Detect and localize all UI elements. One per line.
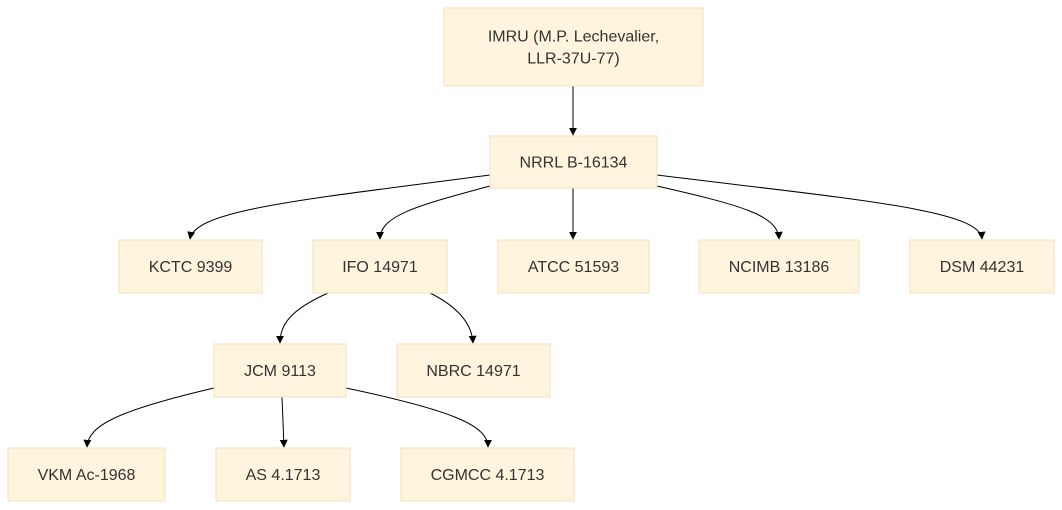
node-label: KCTC 9399	[149, 259, 233, 276]
node-box	[400, 447, 575, 502]
node-label: AS 4.1713	[246, 467, 321, 484]
node-label: DSM 44231	[940, 259, 1025, 276]
node-box	[489, 135, 658, 189]
node-imru: IMRU (M.P. Lechevalier, LLR-37U-77)	[443, 7, 704, 87]
node-label: VKM Ac-1968	[38, 467, 136, 484]
nodes-layer: IMRU (M.P. Lechevalier, LLR-37U-77) NRRL B…	[7, 7, 1055, 502]
node-ncimb: NCIMB 13186	[698, 239, 860, 294]
edge-jcm-vkm	[83, 387, 215, 448]
node-cgmcc: CGMCC 4.1713	[400, 447, 575, 502]
node-label: CGMCC 4.1713	[431, 467, 545, 484]
node-label: NCIMB 13186	[729, 259, 830, 276]
node-box	[7, 447, 166, 502]
node-label: NBRC 14971	[426, 363, 520, 380]
node-box	[312, 239, 448, 294]
node-ifo: IFO 14971	[312, 239, 448, 294]
edge-ifo-jcm	[276, 292, 329, 344]
edge-ifo-nbrc	[429, 292, 477, 344]
node-box	[909, 239, 1055, 294]
node-nbrc: NBRC 14971	[396, 343, 551, 398]
node-as: AS 4.1713	[215, 447, 351, 502]
node-label: NRRL B-16134	[520, 155, 628, 172]
node-box	[443, 7, 704, 87]
node-box	[497, 239, 650, 294]
node-nrrl: NRRL B-16134	[489, 135, 658, 189]
node-label: LLR-37U-77)	[527, 51, 619, 68]
edges-layer	[83, 86, 986, 448]
node-label: JCM 9113	[244, 363, 316, 380]
node-label: ATCC 51593	[528, 259, 619, 276]
node-label: IMRU (M.P. Lechevalier,	[488, 29, 659, 46]
node-box	[215, 447, 351, 502]
node-jcm: JCM 9113	[213, 343, 347, 398]
node-atcc: ATCC 51593	[497, 239, 650, 294]
edge-nrrl-kctc	[187, 174, 491, 240]
node-box	[213, 343, 347, 398]
edge-nrrl-ncimb	[656, 185, 783, 240]
node-label: IFO 14971	[342, 259, 418, 276]
edge-nrrl-ifo	[376, 185, 491, 240]
node-kctc: KCTC 9399	[118, 239, 263, 294]
node-box	[396, 343, 551, 398]
edge-jcm-cgmcc	[345, 387, 492, 448]
node-box	[118, 239, 263, 294]
edge-nrrl-dsm	[656, 174, 986, 240]
node-dsm: DSM 44231	[909, 239, 1055, 294]
edge-jcm-as	[279, 396, 288, 448]
node-vkm: VKM Ac-1968	[7, 447, 166, 502]
node-box	[698, 239, 860, 294]
